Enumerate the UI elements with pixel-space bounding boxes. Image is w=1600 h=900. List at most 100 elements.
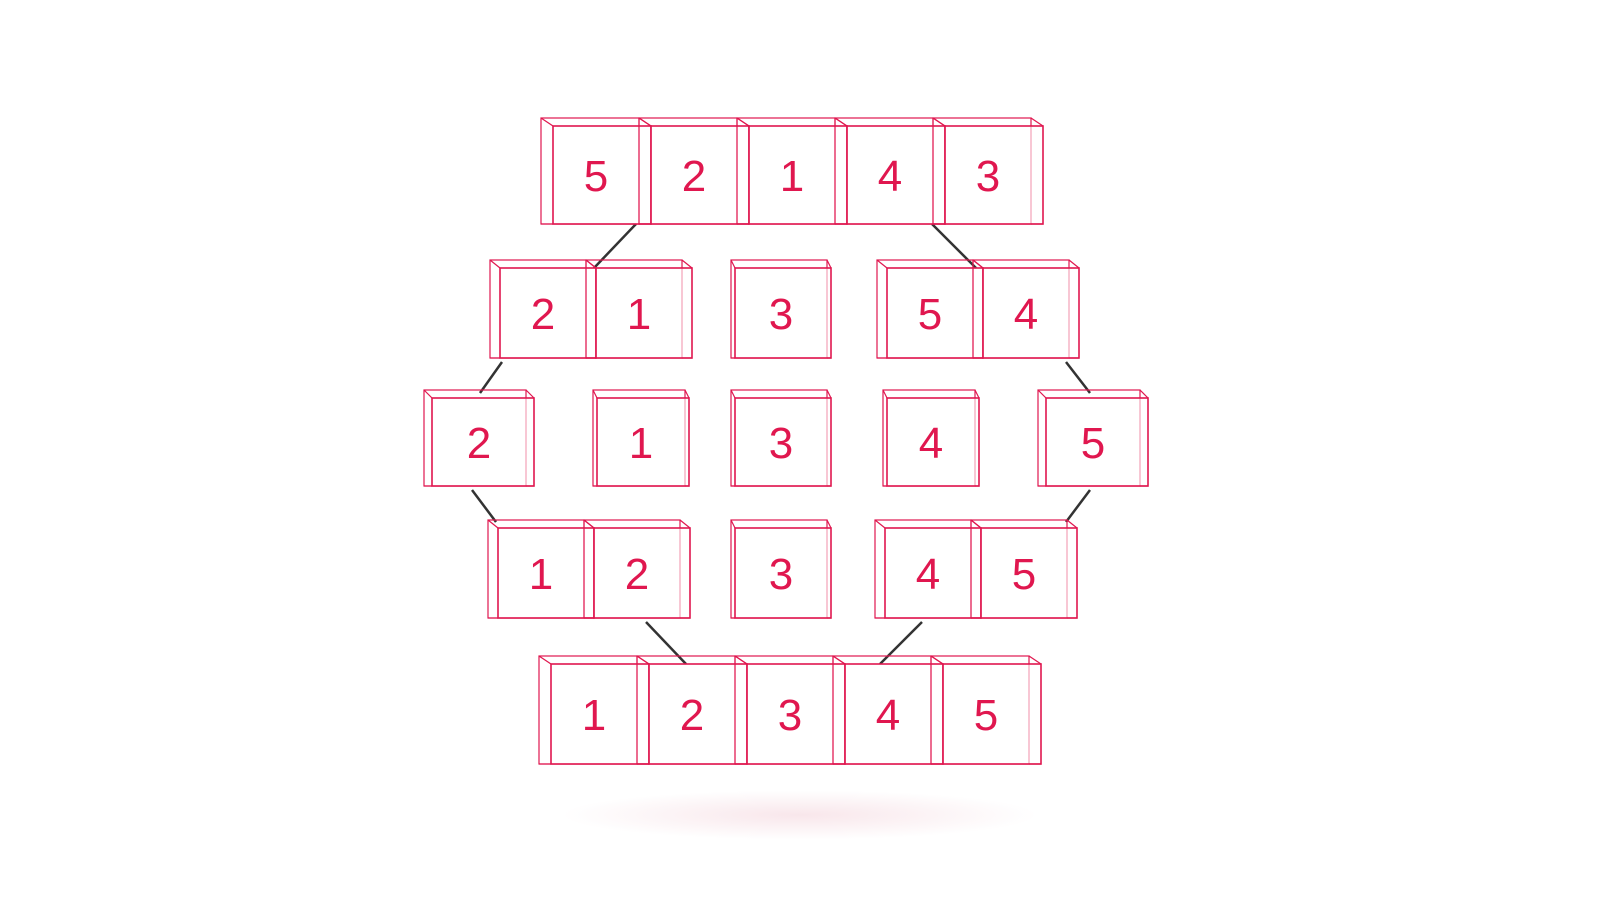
cell-depth-edge — [826, 259, 832, 269]
cell-digit: 1 — [582, 691, 606, 740]
cell-digit: 1 — [780, 152, 804, 201]
cell-depth-edge — [730, 519, 736, 529]
group-pivot: 3 — [730, 389, 832, 487]
cell-depth-edge — [1068, 259, 1080, 269]
cell-depth-edge — [679, 519, 691, 529]
cell-depth-edge — [832, 655, 846, 665]
cell-box: 2 — [583, 519, 691, 619]
cell-digit: 4 — [878, 152, 902, 201]
cell-box: 5 — [1037, 389, 1149, 487]
cell-box: 1 — [538, 655, 650, 765]
cell-digit: 4 — [1014, 290, 1038, 339]
cell-depth-edge — [826, 519, 832, 529]
cell-depth-edge — [1066, 519, 1078, 529]
cell-depth-edge — [736, 117, 750, 127]
cell-depth-edge — [730, 259, 736, 269]
cell-digit: 3 — [778, 691, 802, 740]
floor-shadow — [560, 790, 1040, 840]
cell-depth-edge — [538, 655, 552, 665]
cell-digit: 5 — [1081, 419, 1105, 468]
cell-digit: 1 — [629, 419, 653, 468]
cell-box: 3 — [730, 519, 832, 619]
cell-digit: 5 — [974, 691, 998, 740]
cell-box: 2 — [489, 259, 597, 359]
cell-depth-edge — [876, 259, 888, 269]
group-right-inner: 4 — [882, 389, 980, 487]
cell-depth-edge — [874, 519, 886, 529]
connector-lines — [471, 223, 1091, 665]
cell-box: 5 — [930, 655, 1042, 765]
cell-front-face — [497, 527, 595, 619]
connector-line — [879, 621, 923, 665]
cell-box: 3 — [734, 655, 846, 765]
cell-depth-edge — [970, 519, 982, 529]
cell-front-face — [431, 397, 535, 487]
cell-depth-edge — [525, 389, 535, 399]
cell-front-face — [944, 125, 1044, 225]
cell-digit: 5 — [584, 152, 608, 201]
cell-depth-edge — [834, 117, 848, 127]
cell-front-face — [746, 663, 846, 765]
cell-depth-edge — [1037, 389, 1047, 399]
cell-box: 5 — [540, 117, 652, 225]
cell-depth-edge — [489, 259, 501, 269]
cell-front-face — [844, 663, 944, 765]
cell-front-face — [886, 397, 980, 487]
cell-depth-edge — [1139, 389, 1149, 399]
cell-front-face — [552, 125, 652, 225]
cell-front-face — [846, 125, 946, 225]
cell-depth-edge — [734, 655, 748, 665]
cell-depth-edge — [684, 389, 690, 399]
cell-box: 2 — [423, 389, 535, 487]
cell-depth-edge — [1030, 117, 1044, 127]
group-pivot: 3 — [730, 519, 832, 619]
cell-box: 1 — [736, 117, 848, 225]
cell-depth-edge — [638, 117, 652, 127]
cell-digit: 2 — [625, 550, 649, 599]
cell-front-face — [499, 267, 597, 359]
cell-depth-edge — [636, 655, 650, 665]
cell-front-face — [734, 527, 832, 619]
cell-box: 2 — [636, 655, 748, 765]
cell-front-face — [942, 663, 1042, 765]
cell-box: 3 — [730, 259, 832, 359]
cell-digit: 2 — [531, 290, 555, 339]
group-right-outer: 5 — [1037, 389, 1149, 487]
cell-front-face — [1045, 397, 1149, 487]
cell-digit: 3 — [769, 290, 793, 339]
cell-box: 1 — [592, 389, 690, 487]
cell-depth-edge — [585, 259, 597, 269]
cell-depth-edge — [930, 655, 944, 665]
cell-depth-edge — [932, 117, 946, 127]
cell-box: 4 — [832, 655, 944, 765]
cell-digit: 4 — [919, 419, 943, 468]
cell-digit: 4 — [916, 550, 940, 599]
cell-front-face — [748, 125, 848, 225]
connector-line — [478, 361, 504, 394]
cell-depth-edge — [592, 389, 598, 399]
cell-box: 2 — [638, 117, 750, 225]
cell-digit: 5 — [918, 290, 942, 339]
group-left-outer: 2 — [423, 389, 535, 487]
cell-front-face — [596, 397, 690, 487]
cell-box: 4 — [882, 389, 980, 487]
cell-depth-edge — [882, 389, 888, 399]
cell-digit: 1 — [627, 290, 651, 339]
cell-front-face — [980, 527, 1078, 619]
cell-front-face — [595, 267, 693, 359]
cell-depth-edge — [540, 117, 554, 127]
cell-box: 3 — [932, 117, 1044, 225]
cell-front-face — [593, 527, 691, 619]
connector-line — [1065, 489, 1091, 523]
